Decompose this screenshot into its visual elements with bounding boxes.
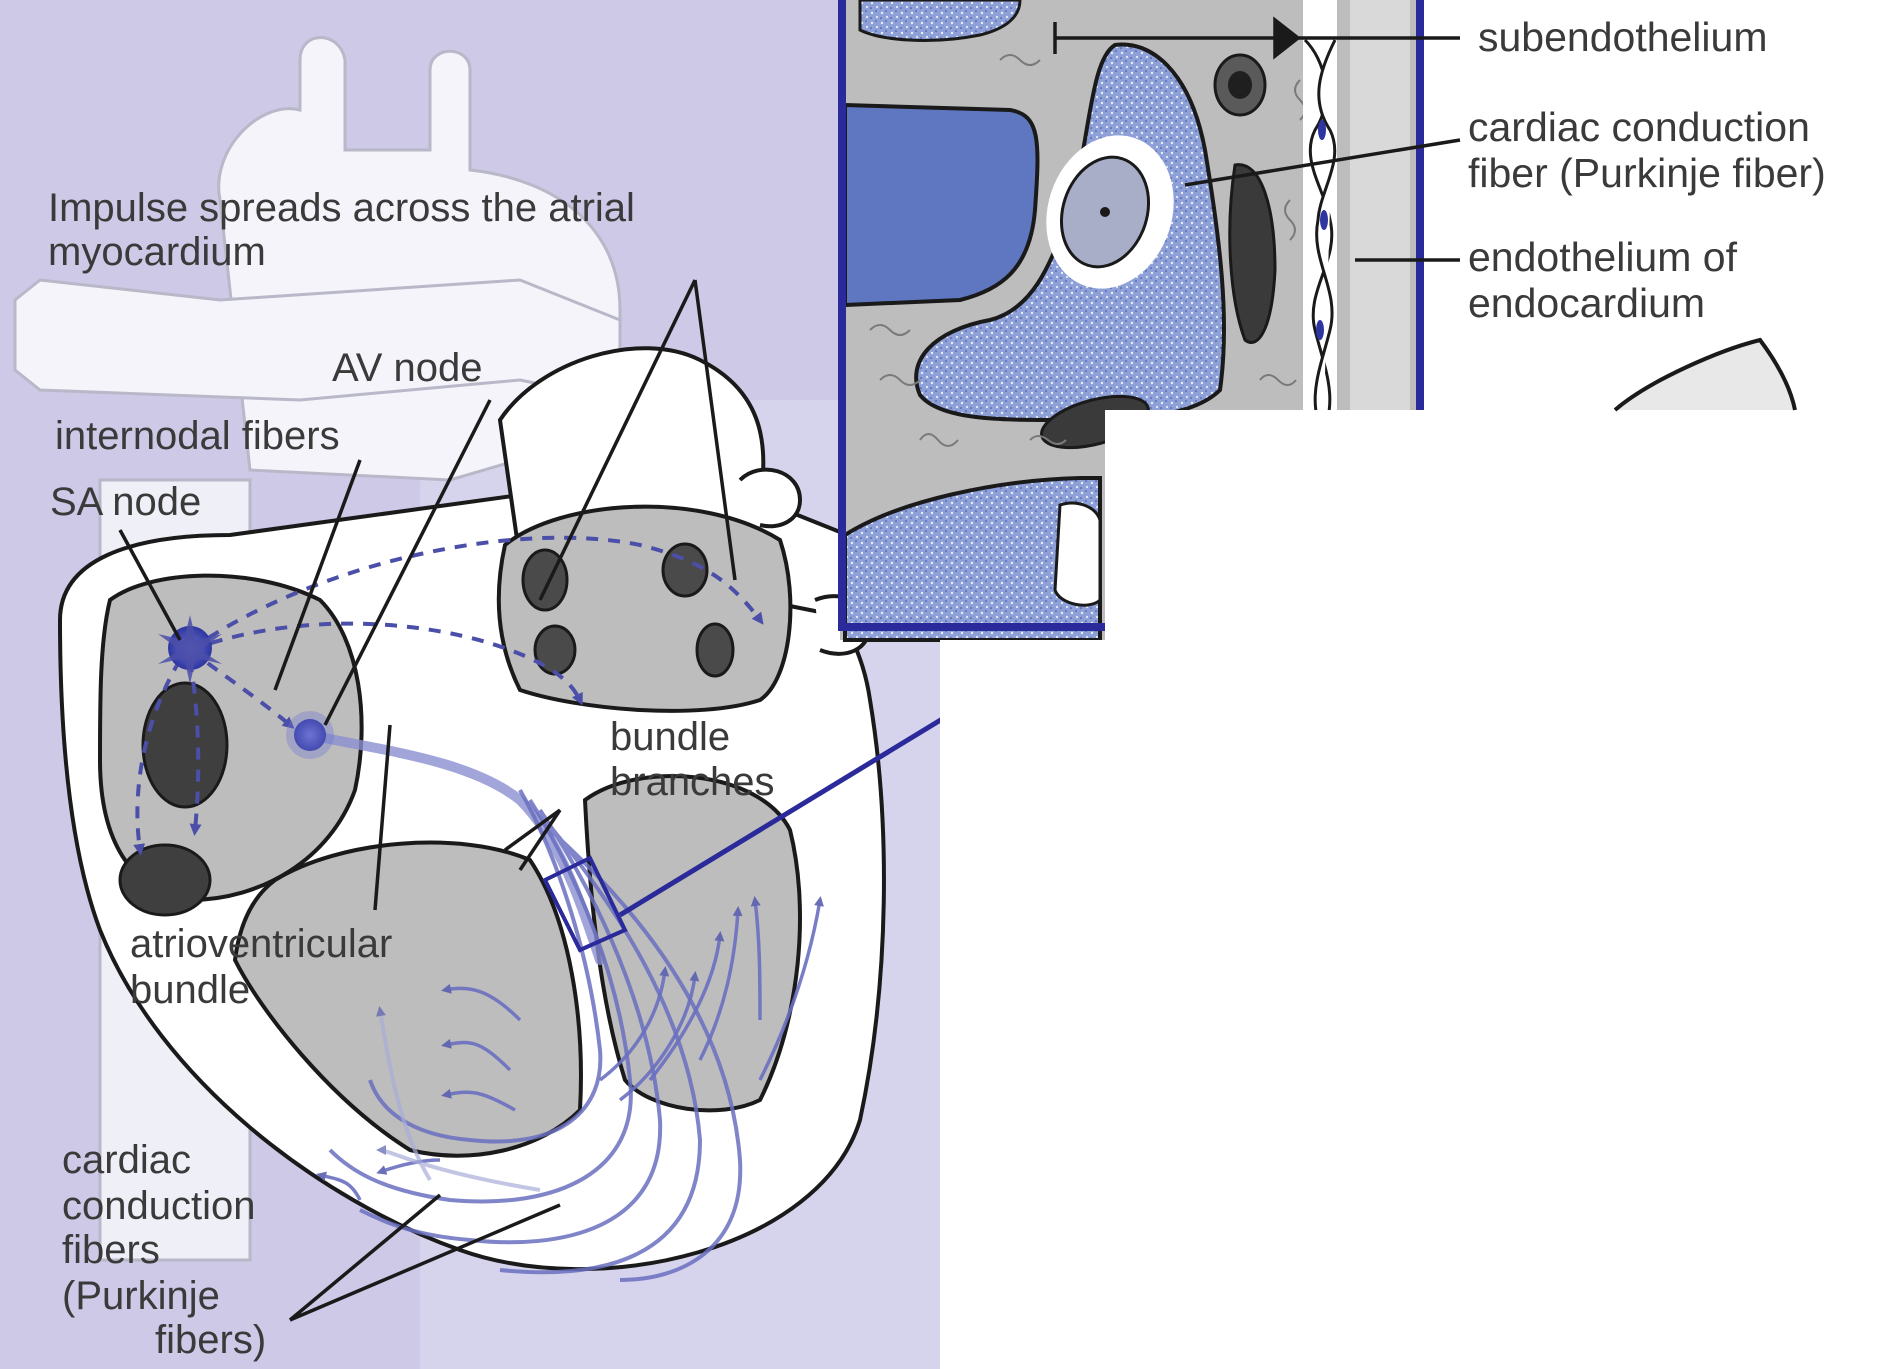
label-purkinje-3: fibers	[62, 1228, 160, 1272]
white-blank-area	[1105, 410, 1893, 1369]
label-impulse: Impulse spreads across the atrial	[48, 186, 635, 230]
white-blank-left-bottom	[940, 640, 1110, 1369]
label-subendothelium: subendothelium	[1478, 14, 1767, 60]
label-cardiac-conduction-fiber-2: fiber (Purkinje fiber)	[1468, 150, 1826, 196]
label-purkinje-2: conduction	[62, 1184, 255, 1228]
label-cardiac-conduction-fiber: cardiac conduction	[1468, 104, 1810, 150]
label-endothelium-2: endocardium	[1468, 280, 1705, 326]
vena-cava-opening-lower	[120, 845, 210, 915]
label-internodal-fibers: internodal fibers	[55, 414, 340, 458]
label-bundle-branches-2: branches	[610, 760, 775, 804]
label-purkinje: cardiac	[62, 1138, 191, 1182]
label-atrioventricular-bundle-2: bundle	[130, 968, 250, 1012]
label-purkinje-5: fibers)	[155, 1318, 266, 1362]
label-atrioventricular-bundle: atrioventricular	[130, 922, 392, 966]
label-sa-node: SA node	[50, 480, 201, 524]
label-endothelium: endothelium of	[1468, 234, 1737, 280]
label-impulse-2: myocardium	[48, 230, 266, 274]
label-bundle-branches: bundle	[610, 715, 730, 759]
label-av-node: AV node	[332, 346, 483, 390]
vena-cava-opening-upper	[143, 683, 227, 807]
endocardium-curve	[1615, 340, 1795, 410]
label-purkinje-4: (Purkinje	[62, 1274, 220, 1318]
